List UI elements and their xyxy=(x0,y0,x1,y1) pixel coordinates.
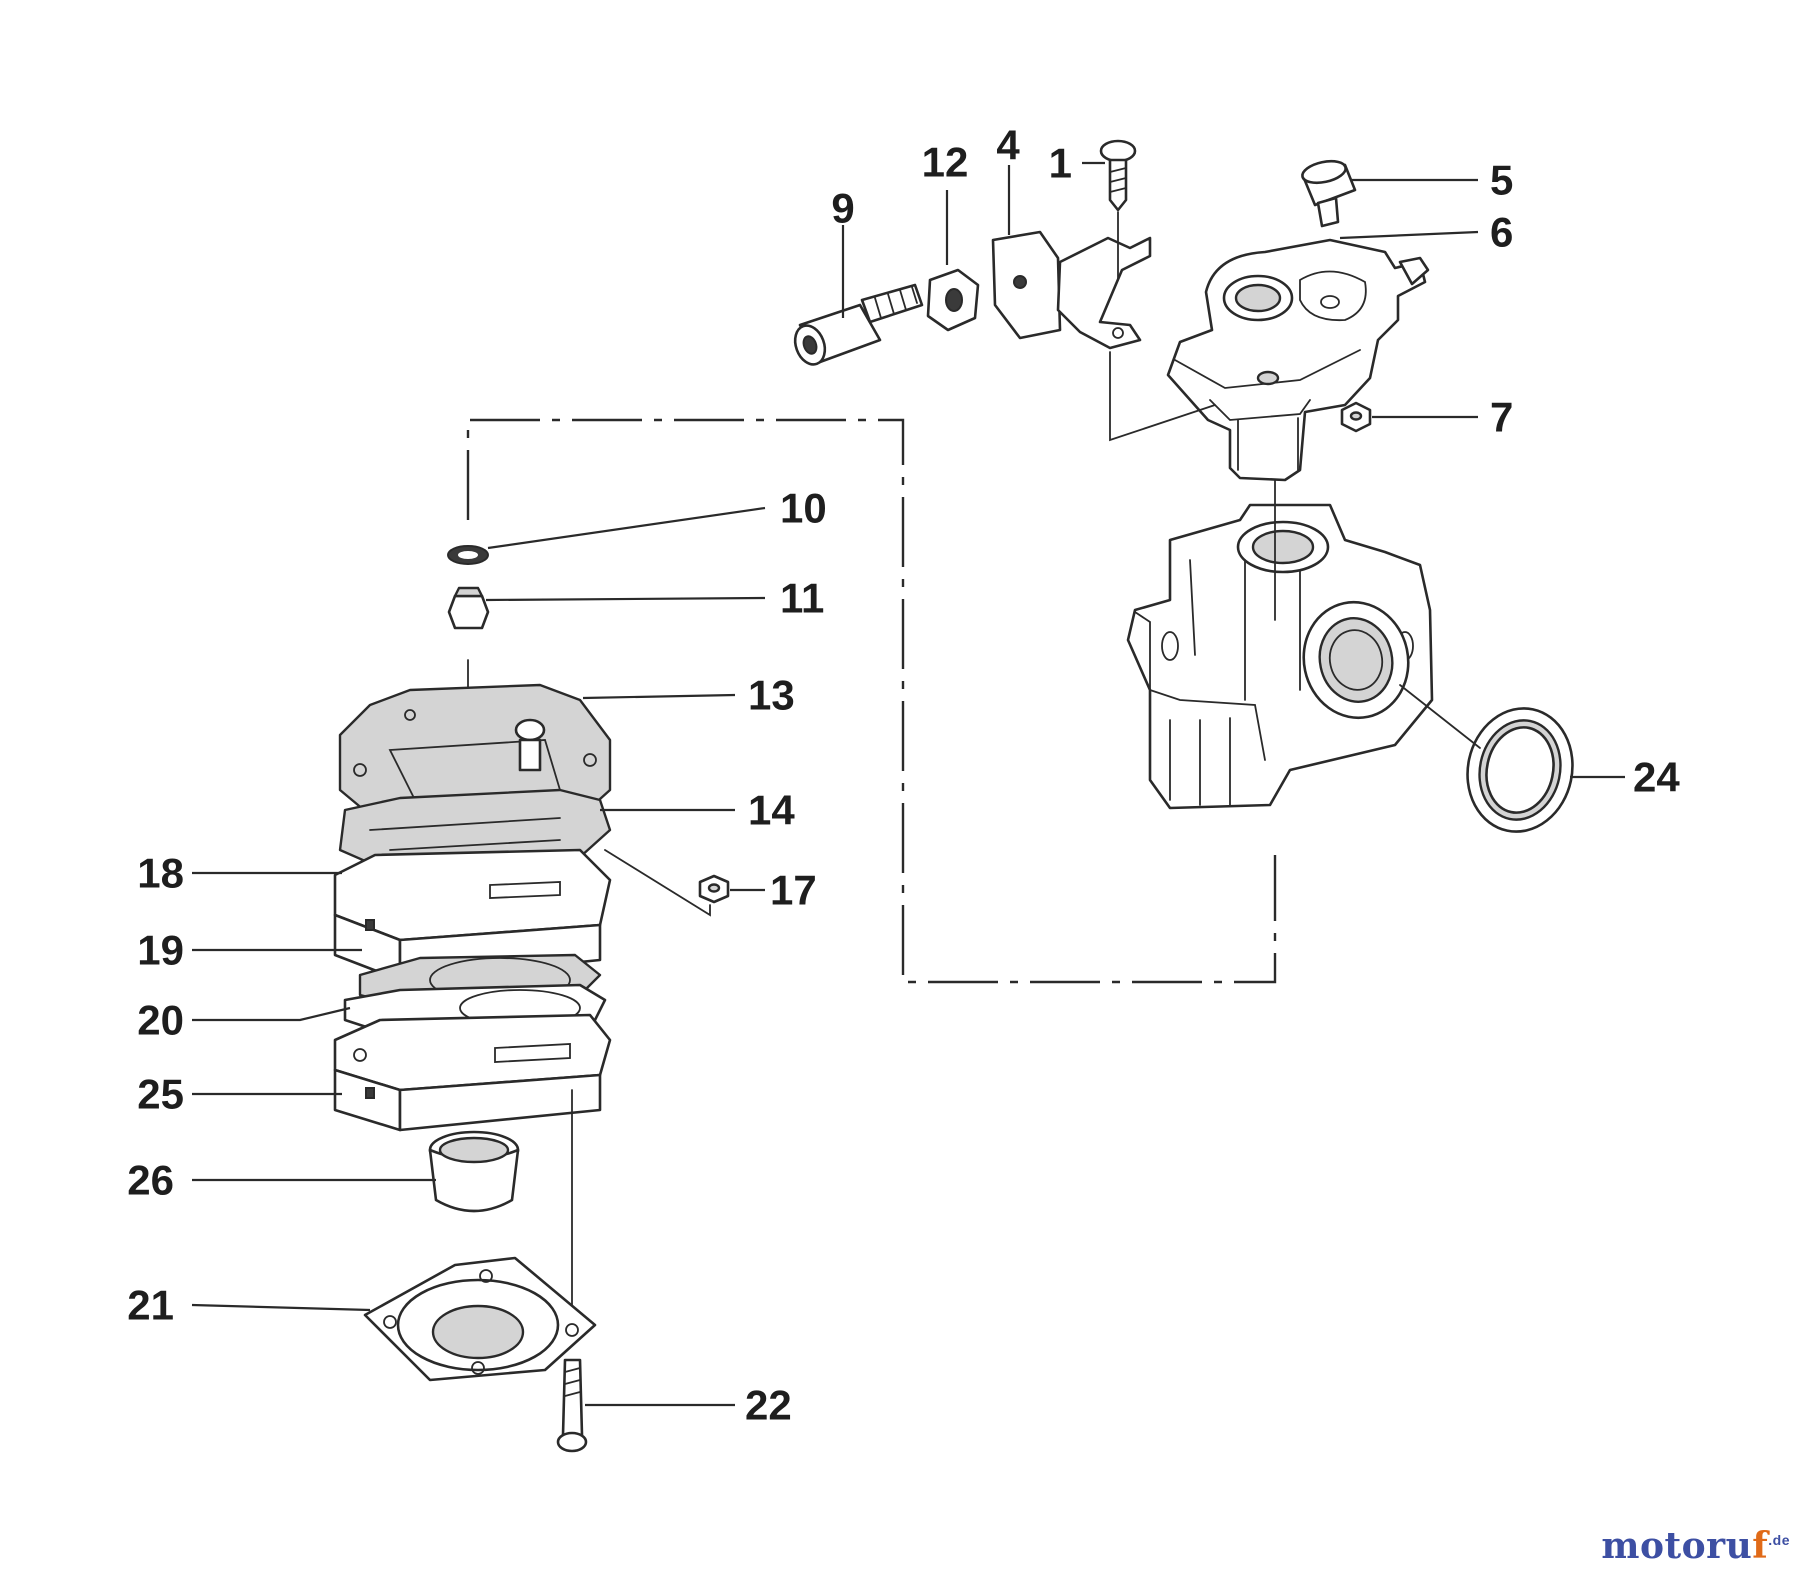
callout-12: 12 xyxy=(922,139,969,186)
leader-lines xyxy=(191,161,1625,1407)
callout-17: 17 xyxy=(770,867,817,914)
part-7-nut xyxy=(1340,401,1372,433)
carburetor-top-housing xyxy=(1166,238,1430,482)
callout-20: 20 xyxy=(137,997,184,1044)
part-11-needle-valve xyxy=(447,586,490,630)
assembly-dash-line xyxy=(466,418,1277,984)
watermark-brand: motoru xyxy=(1601,1525,1753,1567)
watermark-tld: .de xyxy=(1768,1532,1790,1548)
callout-1: 1 xyxy=(1049,140,1072,187)
callout-6: 6 xyxy=(1490,209,1513,256)
carburetor-main-body xyxy=(1126,503,1434,810)
nut-17-guide-line xyxy=(604,849,711,917)
callout-22: 22 xyxy=(745,1382,792,1429)
part-9-adjuster-screw xyxy=(793,283,924,366)
gasket-guide-line xyxy=(1399,684,1481,749)
part-12-nut xyxy=(926,268,980,332)
part-5-idle-screw xyxy=(1301,159,1357,228)
callout-14: 14 xyxy=(748,787,795,834)
callout-4: 4 xyxy=(996,122,1020,169)
callout-26: 26 xyxy=(127,1157,174,1204)
motoruf-watermark-logo: motoruf.de xyxy=(1601,1525,1790,1567)
callout-21: 21 xyxy=(127,1282,174,1329)
part-21-cover-plate xyxy=(363,1256,597,1382)
callout-25: 25 xyxy=(137,1071,184,1118)
part-22-bolt xyxy=(556,1358,588,1453)
watermark-brand-accent: f xyxy=(1752,1525,1769,1567)
callout-labels: 4 1 12 9 5 6 7 10 11 13 14 17 24 18 19 2… xyxy=(127,122,1680,1429)
callout-13: 13 xyxy=(748,672,795,719)
callout-24: 24 xyxy=(1633,754,1680,801)
part-17-nut xyxy=(698,874,730,904)
callout-10: 10 xyxy=(780,485,827,532)
part-26-filter-cup xyxy=(428,1130,520,1213)
lever-link-line xyxy=(1109,351,1216,442)
part-24-gasket-ring xyxy=(1466,707,1574,833)
part-10-oring xyxy=(447,545,489,565)
callout-19: 19 xyxy=(137,927,184,974)
part-4-throttle-lever xyxy=(991,230,1152,350)
part-1-screw xyxy=(1099,139,1137,281)
callout-5: 5 xyxy=(1490,157,1513,204)
callout-7: 7 xyxy=(1490,394,1513,441)
part-25-pump-cover xyxy=(333,1013,612,1132)
callout-11: 11 xyxy=(780,575,824,622)
callout-9: 9 xyxy=(831,185,854,232)
callout-18: 18 xyxy=(137,850,184,897)
